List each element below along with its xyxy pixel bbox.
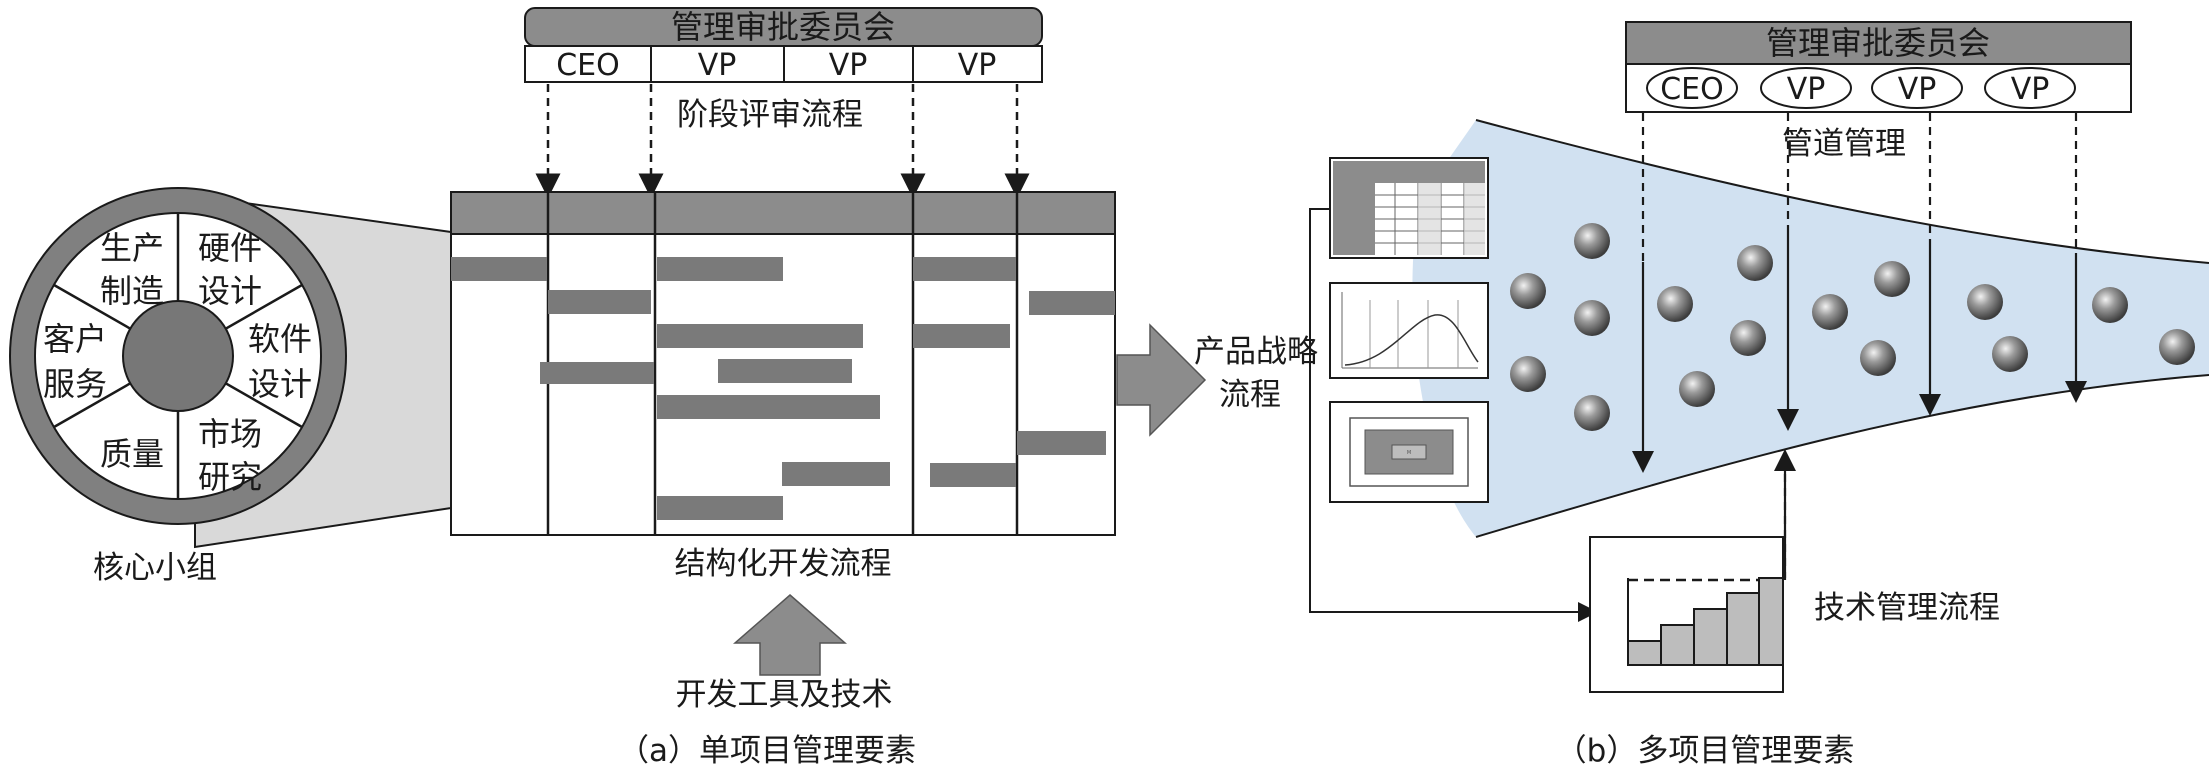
pipeline-label: 管道管理	[1782, 126, 1906, 162]
pipeline-arrows	[1632, 113, 2087, 580]
committee-title-b: 管理审批委员会	[1766, 24, 1990, 62]
committee-member-b-1: CEO	[1660, 72, 1724, 107]
thumb-connectors	[1309, 208, 1598, 622]
committee-member-a-4: VP	[958, 48, 997, 83]
segment-text-11: 研究	[198, 458, 262, 496]
task-bars	[451, 257, 1115, 520]
caption-b: （b）多项目管理要素	[1556, 733, 1855, 769]
segment-text-7: 软件	[248, 320, 312, 358]
tech-process-label: 技术管理流程	[1814, 590, 2000, 626]
committee-member-b-3: VP	[1898, 72, 1937, 107]
structured-process-label: 结构化开发流程	[675, 546, 892, 582]
segment-text-3: 硬件	[198, 229, 262, 267]
core-team-wheel: 生产 制造 硬件 设计 客户 服务 软件 设计 质量 市场 研究	[9, 187, 347, 525]
process-table	[450, 191, 1116, 536]
thumb-grid-tag: M	[1407, 450, 1411, 456]
segment-text-2: 制造	[100, 272, 164, 310]
committee-member-a-1: CEO	[556, 48, 620, 83]
committee-box-a: 管理审批委员会 CEO VP VP VP	[524, 7, 1043, 83]
committee-box-b: 管理审批委员会 CEO VP VP VP	[1625, 21, 2132, 113]
segment-text-8: 设计	[248, 365, 312, 403]
tools-label: 开发工具及技术	[676, 677, 893, 713]
panel-a: 管理审批委员会 CEO VP VP VP 阶段评审流程	[9, 7, 1207, 769]
review-arrows	[535, 84, 1030, 199]
thumb-curve	[1329, 282, 1489, 379]
segment-text-4: 设计	[198, 272, 262, 310]
tools-up-arrow	[733, 594, 847, 676]
strategy-right-arrow	[1116, 323, 1207, 437]
segment-text-9: 质量	[100, 435, 164, 473]
thumb-table	[1329, 157, 1489, 259]
committee-member-a-2: VP	[698, 48, 737, 83]
segment-text-6: 服务	[43, 365, 107, 403]
committee-member-a-3: VP	[829, 48, 868, 83]
caption-a: （a）单项目管理要素	[618, 733, 916, 769]
stage-review-label: 阶段评审流程	[677, 97, 863, 133]
segment-text-1: 生产	[100, 229, 164, 267]
committee-title-a: 管理审批委员会	[671, 8, 895, 46]
committee-member-b-2: VP	[1787, 72, 1826, 107]
thumb-grid: M	[1329, 401, 1489, 503]
product-strategy-label-1: 产品战略	[1194, 334, 1318, 370]
committee-member-b-4: VP	[2011, 72, 2050, 107]
segment-text-5: 客户	[43, 320, 107, 358]
product-strategy-label-2: 流程	[1219, 377, 1281, 413]
segment-text-10: 市场	[198, 415, 262, 453]
project-balls	[1510, 223, 2195, 431]
tech-chart-box	[1589, 536, 1784, 693]
pipeline-funnel	[1412, 120, 2209, 537]
core-team-caption: 核心小组	[93, 550, 217, 586]
panel-b: 管理审批委员会 CEO VP VP VP 管道管理 产品战略 流程	[1194, 21, 2209, 769]
